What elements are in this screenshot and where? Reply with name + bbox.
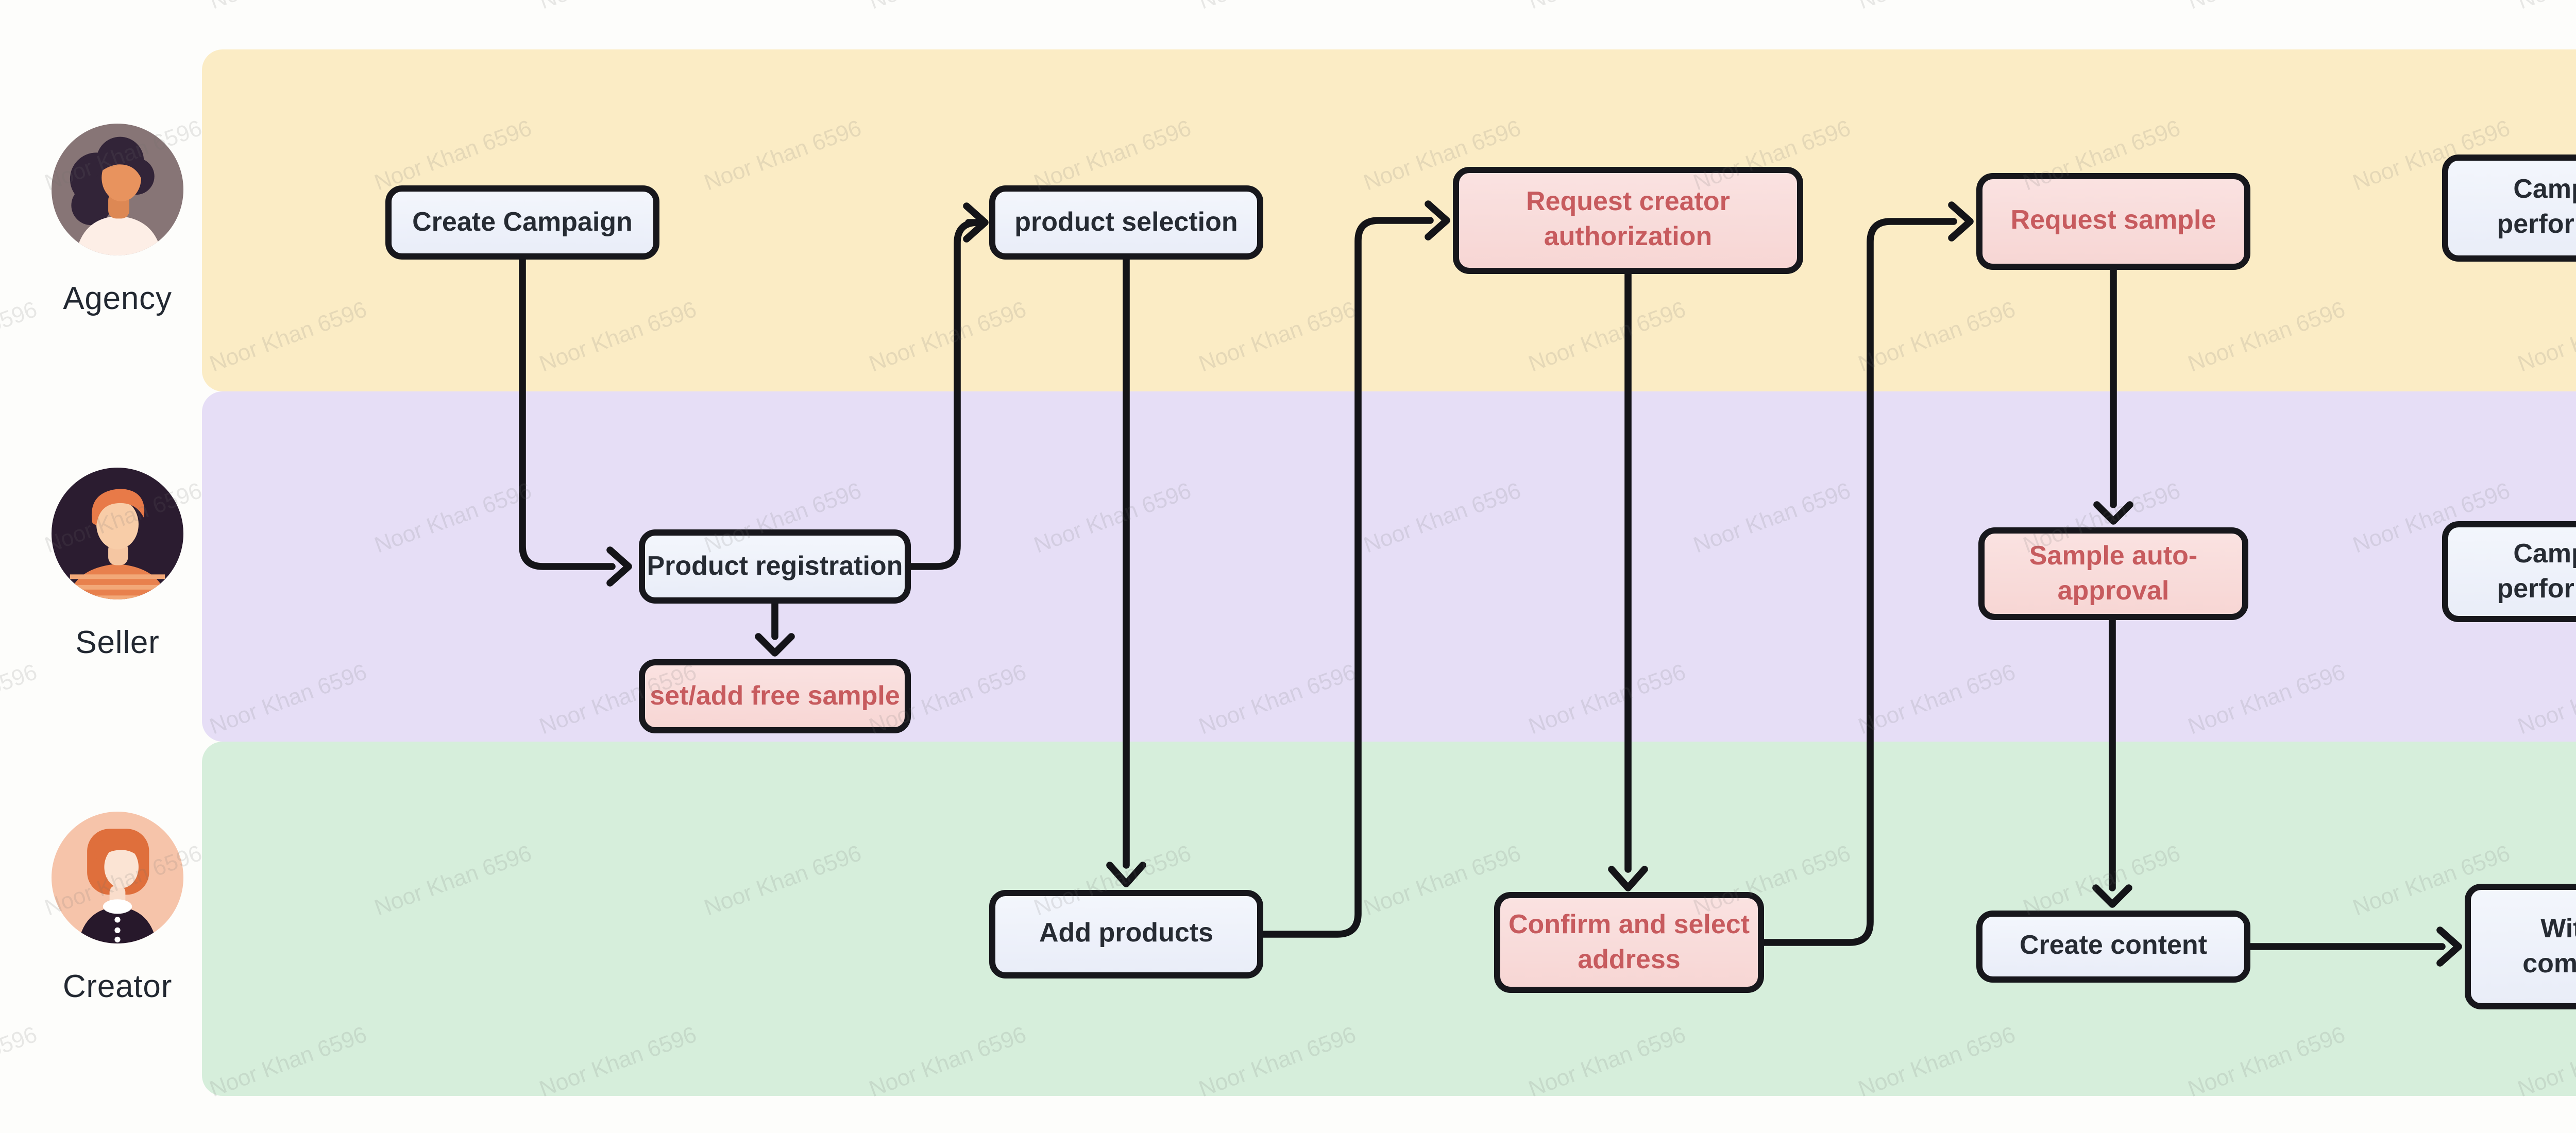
actor-agency: Agency	[25, 124, 210, 319]
edge-add-products-request-creator-authorization	[1260, 217, 1434, 938]
creator-avatar-icon	[52, 812, 183, 943]
node-label: product selection	[1014, 205, 1238, 236]
node-create-campaign[interactable]: Create Campaign	[385, 185, 659, 260]
node-label: Request sample	[2010, 204, 2216, 235]
actor-label: Seller	[75, 626, 160, 661]
edge-product-registration-product-selection	[907, 219, 981, 570]
node-request-creator-authorization[interactable]: Request creator authorization	[1453, 167, 1803, 274]
node-label: set/add free sample	[650, 679, 900, 710]
node-label: Create content	[2019, 929, 2208, 960]
actor-label: Creator	[62, 970, 173, 1005]
node-label: Add products	[1039, 917, 1213, 948]
agency-avatar-icon	[52, 124, 183, 255]
node-sample-auto-approval[interactable]: Sample auto-approval	[1978, 527, 2248, 620]
node-label: Create Campaign	[412, 205, 633, 236]
node-label: Sample auto-approval	[2029, 539, 2198, 605]
node-request-sample[interactable]: Request sample	[1976, 173, 2250, 270]
node-label: Request creator authorization	[1526, 185, 1730, 251]
seller-avatar-icon	[52, 468, 183, 599]
node-product-selection[interactable]: product selection	[989, 185, 1263, 260]
node-label: Withdraw commission	[2522, 912, 2576, 977]
node-label: Campaign performance	[2497, 537, 2576, 603]
node-label: Campaign performance	[2497, 173, 2576, 239]
actor-seller: Seller	[25, 468, 210, 663]
node-campaign-performance-seller[interactable]: Campaign performance	[2442, 521, 2576, 622]
node-confirm-and-select-address[interactable]: Confirm and select address	[1494, 892, 1764, 993]
node-set-add-free-sample[interactable]: set/add free sample	[639, 659, 911, 733]
edge-confirm-and-select-address-request-sample	[1760, 218, 1957, 946]
edge-create-campaign-product-registration	[519, 256, 616, 570]
node-create-content[interactable]: Create content	[1976, 911, 2250, 983]
node-label: Confirm and select address	[1508, 907, 1750, 973]
actor-creator: Creator	[25, 812, 210, 1007]
node-add-products[interactable]: Add products	[989, 890, 1263, 978]
node-campaign-performance-agency[interactable]: Campaign performance	[2442, 154, 2576, 262]
actor-label: Agency	[63, 282, 172, 317]
node-label: Product registration	[647, 549, 903, 580]
node-product-registration[interactable]: Product registration	[639, 529, 911, 604]
node-withdraw-commission[interactable]: Withdraw commission	[2465, 884, 2576, 1009]
